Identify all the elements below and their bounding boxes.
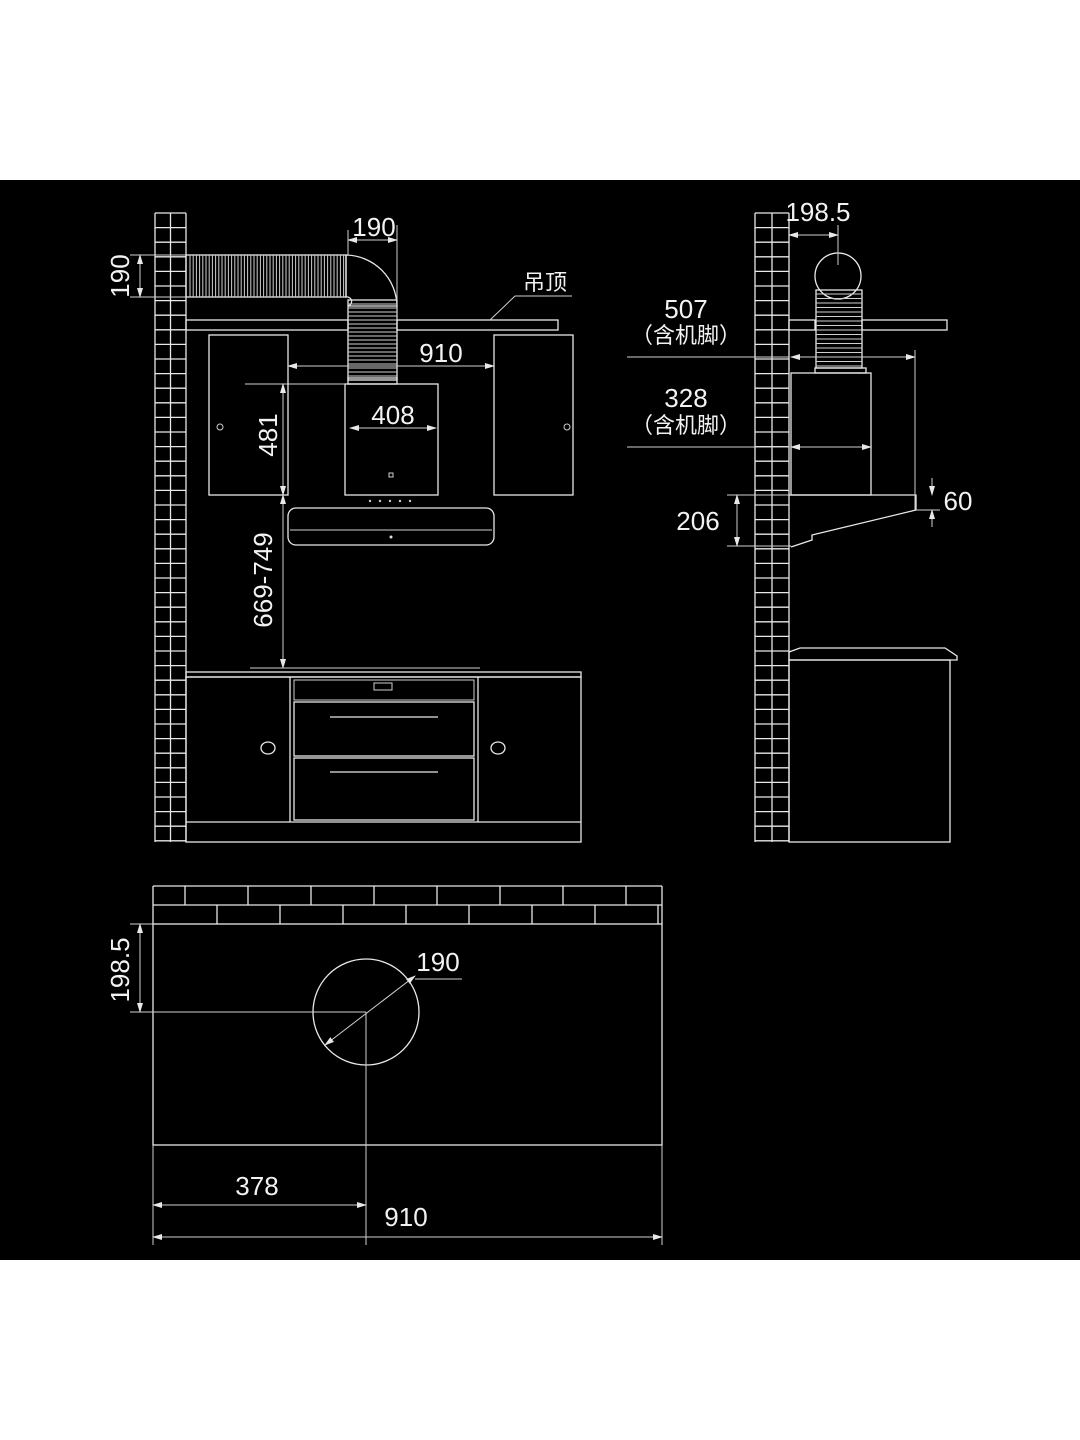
- depth-total-dim: 507: [664, 294, 707, 324]
- countertop: [185, 671, 582, 678]
- duct-elbow: [345, 254, 398, 307]
- brick-wall: [154, 212, 187, 842]
- plan-view: 190 198.5 378 910: [105, 885, 663, 1245]
- base-cabinet: [185, 676, 582, 843]
- body-depth-note: （含机脚）: [631, 414, 741, 439]
- body-depth-dim: 328: [664, 383, 707, 413]
- base-cabinet-side: [788, 659, 951, 843]
- upper-cabinet-right: [493, 334, 574, 496]
- ceiling-label: 吊顶: [523, 271, 567, 296]
- horizontal-duct: [185, 254, 347, 298]
- panel-edge-dim: 60: [944, 486, 973, 516]
- body-width-dim: 408: [371, 400, 414, 430]
- duct-offset-dim: 198.5: [785, 197, 850, 227]
- duct-diameter-dim: 190: [416, 947, 459, 977]
- drawing-background: [0, 180, 1080, 1260]
- plan-duct-offset-dim: 198.5: [105, 937, 135, 1002]
- drawer-lower: [293, 757, 475, 821]
- vertical-duct-side: [815, 289, 863, 369]
- duct-width-dim: 190: [352, 212, 395, 242]
- hood-body: [344, 383, 439, 496]
- total-width-dim: 910: [384, 1202, 427, 1232]
- drawer-upper: [293, 701, 475, 757]
- countertop-side: [788, 647, 958, 661]
- install-height-dim: 669-749: [248, 532, 278, 627]
- upper-cabinet-left: [208, 334, 289, 496]
- center-offset-dim: 378: [235, 1171, 278, 1201]
- hood-panel-side: [789, 494, 917, 548]
- depth-total-note: （含机脚）: [631, 324, 741, 349]
- hood-panel: [287, 507, 495, 546]
- hood-body-side: [790, 372, 872, 496]
- appliance-control: [293, 679, 475, 701]
- body-height-dim: 481: [253, 413, 283, 456]
- cabinet-gap-dim: 910: [419, 338, 462, 368]
- brick-wall-plan: [152, 885, 663, 924]
- front-view: 吊顶 190 190 910 408 481 669-749: [105, 212, 582, 843]
- duct-height-dim: 190: [105, 254, 135, 297]
- ceiling-left: [185, 319, 349, 331]
- brick-wall-side: [754, 212, 790, 842]
- panel-height-dim: 206: [676, 506, 719, 536]
- ceiling-right: [396, 319, 559, 331]
- side-view: 198.5 507 （含机脚） 328 （含机脚） 60 206: [627, 197, 973, 843]
- plan-outline: [152, 923, 663, 1146]
- vertical-duct: [347, 299, 398, 381]
